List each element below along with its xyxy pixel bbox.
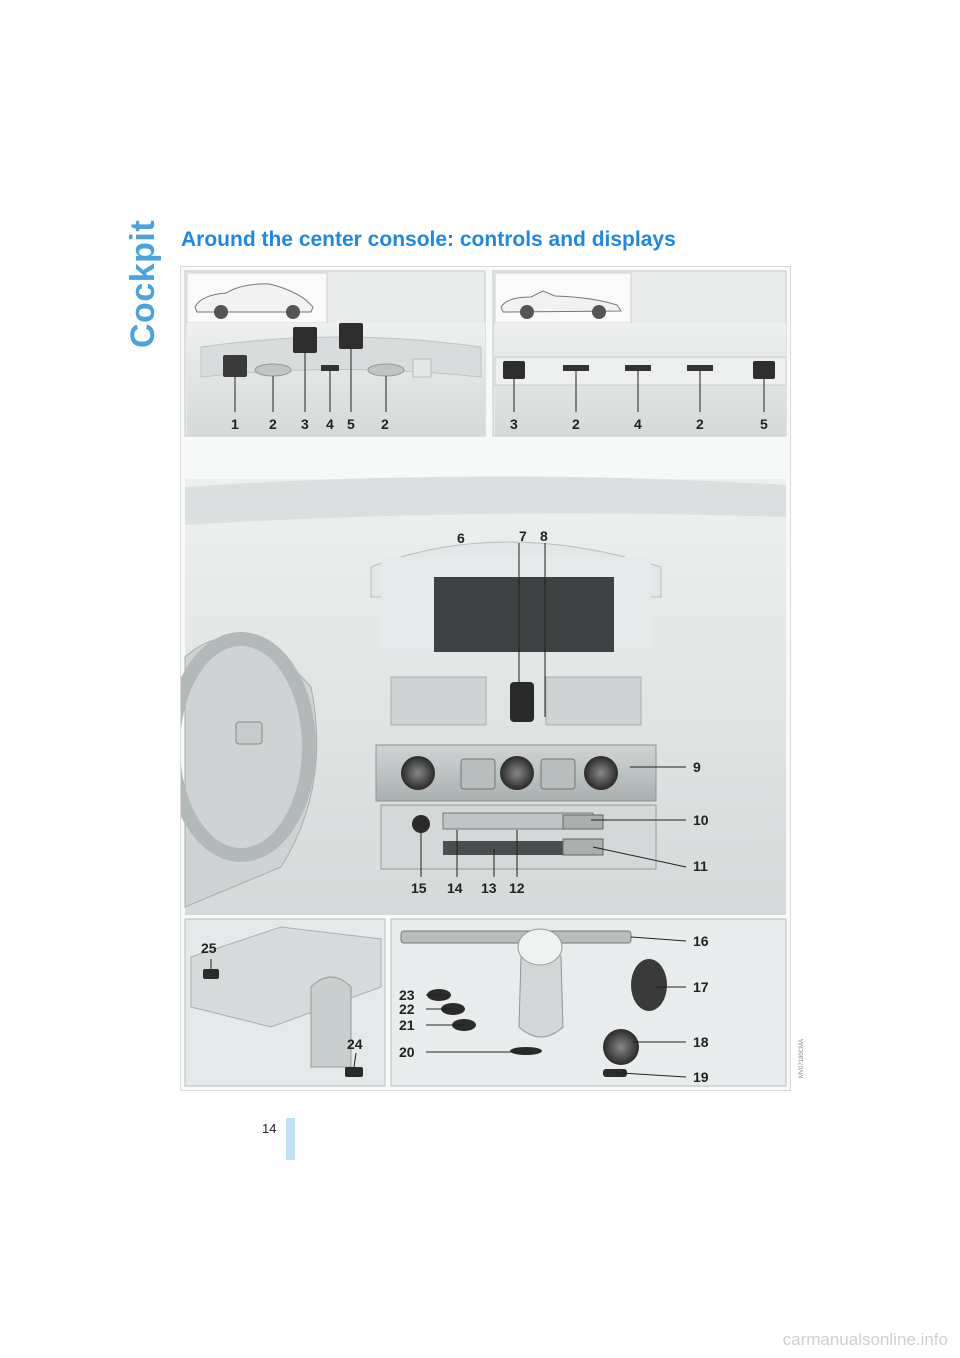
callout-3r: 3 [510,416,518,432]
callout-6: 6 [457,530,465,546]
callout-4r: 4 [634,416,642,432]
callout-7: 7 [519,528,527,544]
hazard-switch [510,682,534,722]
console-illustration: 1 2 3 4 5 2 [181,270,787,1087]
callout-17: 17 [693,979,709,995]
callout-5r: 5 [760,416,768,432]
dashboard-illustration: 6 7 8 9 10 11 12 13 14 15 [181,476,786,915]
callout-25: 25 [201,940,217,956]
callout-13: 13 [481,880,497,896]
control-display [434,577,614,652]
callout-11: 11 [693,858,708,874]
convertible-roof-panel: 3 2 4 2 5 [492,270,787,437]
gear-lever-inset: 25 24 [184,918,386,1087]
section-label: Cockpit [124,219,162,348]
figure-code-text: MV07180CMA [799,1038,805,1078]
callout-15: 15 [411,880,427,896]
callout-14: 14 [447,880,463,896]
callout-1: 1 [231,416,239,432]
callout-18: 18 [693,1034,709,1050]
callout-2r: 2 [572,416,580,432]
callout-22: 22 [399,1001,415,1017]
callout-3: 3 [301,416,309,432]
callout-19: 19 [693,1069,709,1085]
callout-9: 9 [693,759,701,775]
callout-12: 12 [509,880,525,896]
callout-23: 23 [399,987,415,1003]
callout-21: 21 [399,1017,415,1033]
coupe-roof-panel: 1 2 3 4 5 2 [184,270,486,437]
callout-24: 24 [347,1036,363,1052]
callout-16: 16 [693,933,709,949]
page-heading: Around the center console: controls and … [181,228,676,251]
section-tab: Cockpit [118,220,162,348]
center-console-inset: 16 17 18 19 20 21 22 23 [390,918,787,1087]
figure-code: MV07180CMA [797,1030,811,1080]
coupe-car-icon [194,283,314,319]
callout-2r2: 2 [696,416,704,432]
callout-2: 2 [269,416,277,432]
page-marker-bar [286,1118,295,1160]
callout-10: 10 [693,812,709,828]
callout-2b: 2 [381,416,389,432]
callout-20: 20 [399,1044,415,1060]
site-watermark: carmanualsonline.info [782,1330,948,1349]
page-number: 14 [262,1121,277,1136]
callout-5: 5 [347,416,355,432]
callout-8: 8 [540,528,548,544]
convertible-car-icon [500,290,622,319]
console-figure: 1 2 3 4 5 2 [180,266,791,1091]
callout-4: 4 [326,416,334,432]
